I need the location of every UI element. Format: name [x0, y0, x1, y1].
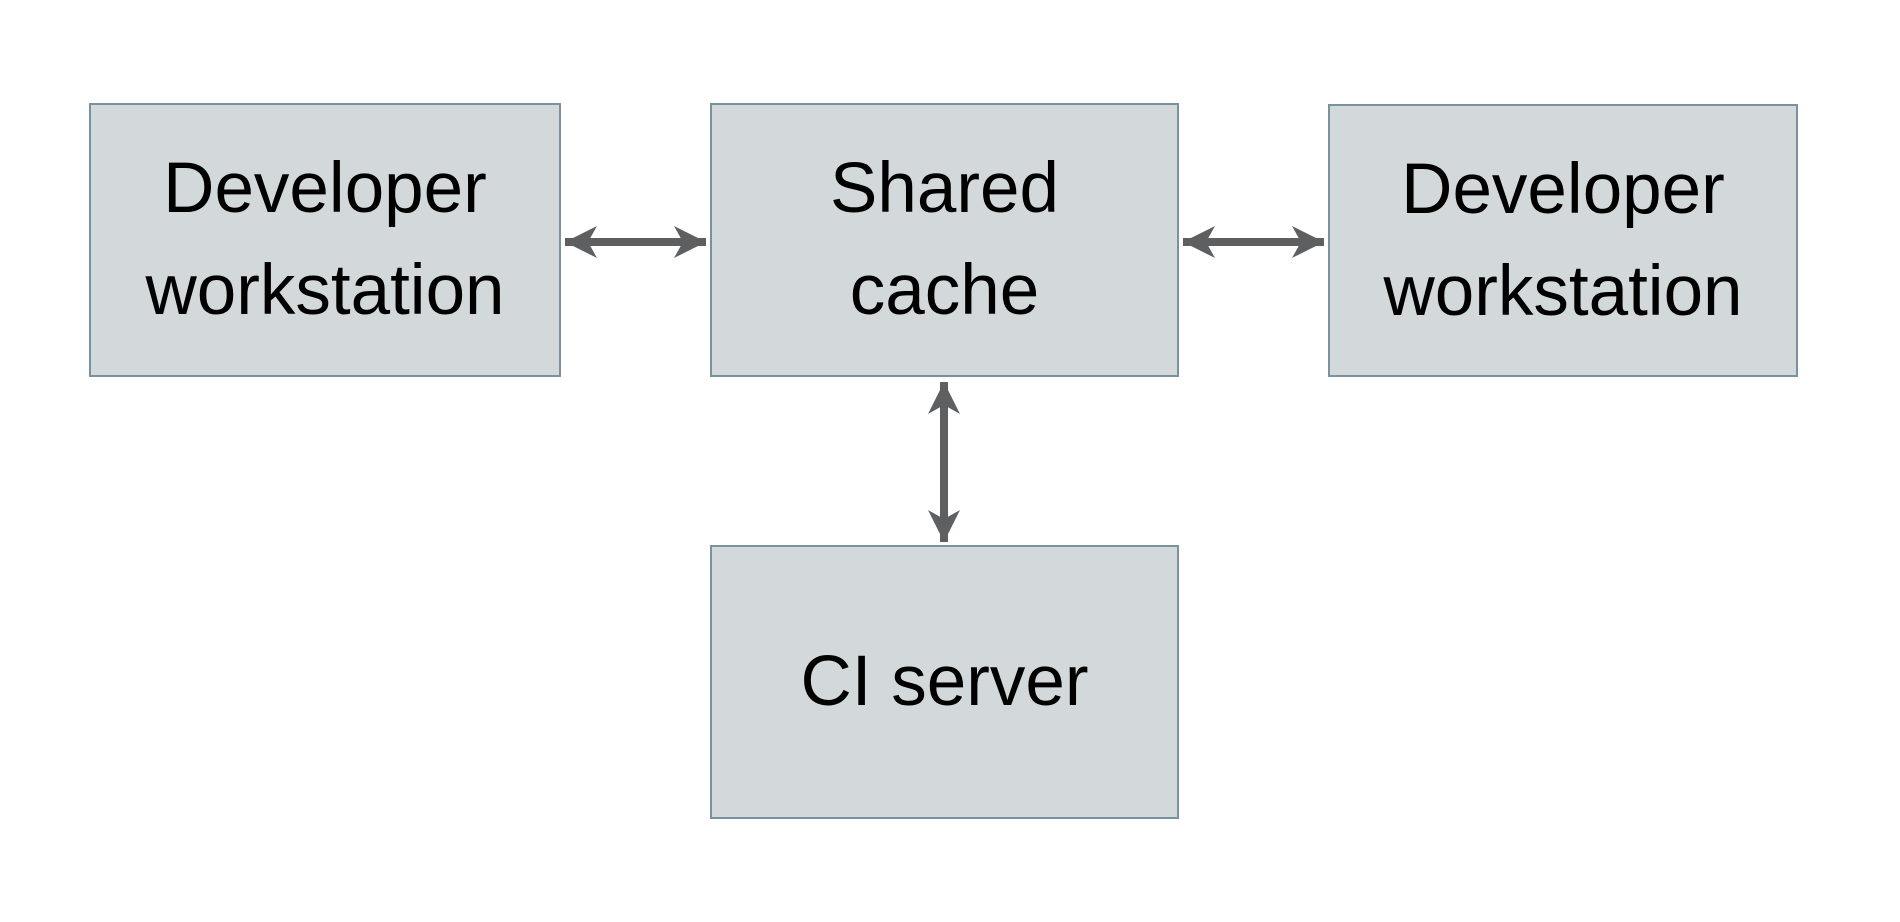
node-developer-workstation-right-label: Developer workstation — [1383, 149, 1743, 331]
node-shared-cache: Shared cache — [710, 103, 1179, 377]
node-shared-cache-label: Shared cache — [830, 149, 1059, 330]
node-developer-workstation-left: Developer workstation — [89, 103, 561, 377]
node-developer-workstation-right: Developer workstation — [1328, 104, 1798, 377]
node-developer-workstation-left-label: Developer workstation — [145, 149, 505, 330]
node-ci-server: CI server — [710, 545, 1179, 819]
node-ci-server-label: CI server — [800, 642, 1089, 722]
